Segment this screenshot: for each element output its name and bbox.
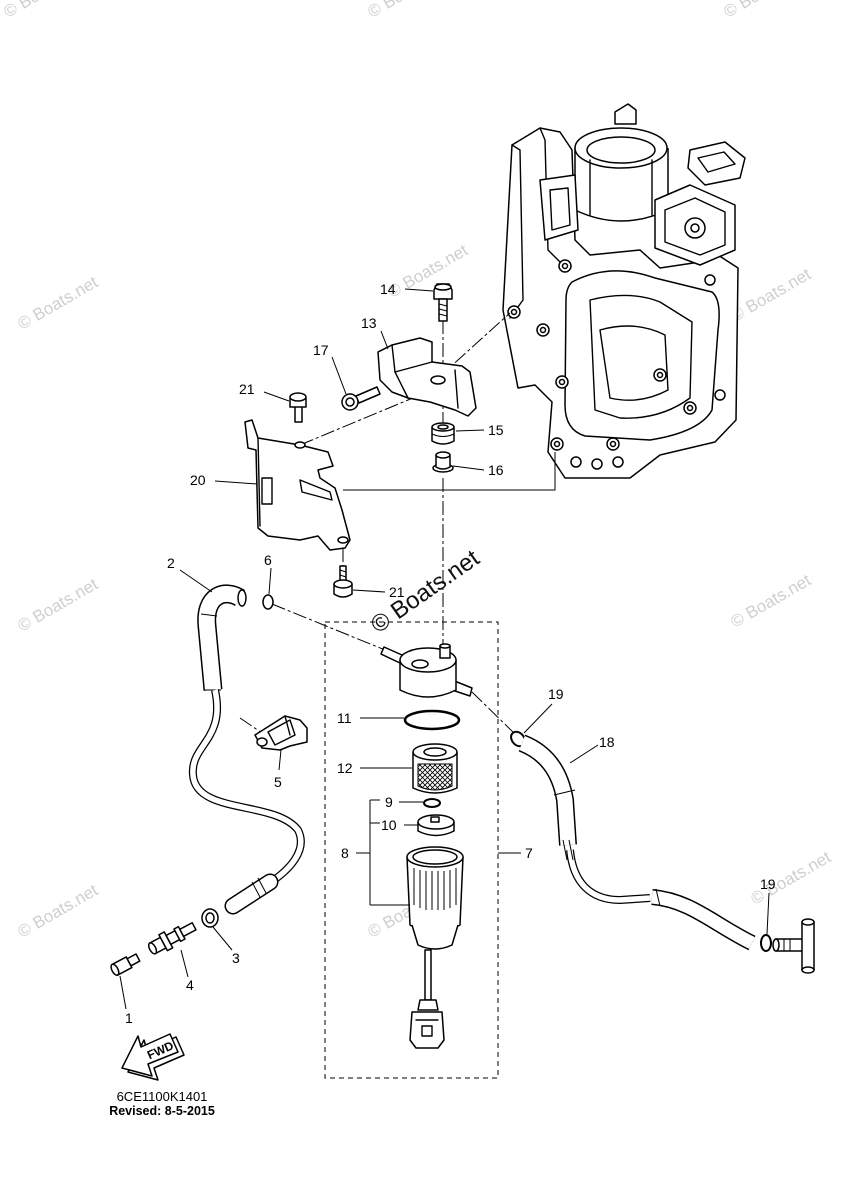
- filter-bowl-8: [406, 846, 464, 1049]
- clip-9: [423, 798, 441, 808]
- callout-4: 4: [186, 977, 194, 993]
- watermark: © Boats.net: [15, 880, 102, 941]
- callout-13: 13: [361, 315, 377, 331]
- callout-8: 8: [341, 845, 349, 861]
- collar-16: [432, 451, 454, 473]
- cap-10: [417, 814, 455, 837]
- filter-head: [380, 643, 473, 698]
- filter-element-12: [412, 743, 458, 794]
- callout-3: 3: [232, 950, 240, 966]
- diagram-code: 6CE1100K1401: [117, 1089, 208, 1104]
- callout-10: 10: [381, 817, 397, 833]
- watermark: © Boats.net: [385, 240, 472, 301]
- bolt-14: [433, 283, 453, 322]
- callout-21-lower: 21: [389, 584, 405, 600]
- bolt-21-lower: [333, 565, 353, 598]
- hose-18: [518, 734, 756, 951]
- grommet-15: [431, 422, 455, 445]
- callout-5: 5: [274, 774, 282, 790]
- callout-20: 20: [190, 472, 206, 488]
- watermarks: © Boats.net © Boats.net © Boats.net © Bo…: [1, 0, 835, 941]
- leader-lines: [119, 288, 770, 1010]
- o-ring-11: [403, 709, 461, 731]
- callout-18: 18: [599, 734, 615, 750]
- shield-20: [244, 419, 351, 551]
- engine-block: [502, 103, 746, 479]
- watermark: © Boats.net: [15, 574, 102, 635]
- callout-21-upper: 21: [239, 381, 255, 397]
- callout-6: 6: [264, 552, 272, 568]
- bracket-13: [377, 337, 477, 417]
- callout-7: 7: [525, 845, 533, 861]
- bolt-17: [341, 386, 381, 411]
- watermark: © Boats.net: [721, 0, 808, 21]
- clip-6: [262, 594, 274, 610]
- guide-lines: [239, 312, 556, 735]
- callout-1: 1: [125, 1010, 133, 1026]
- callout-16: 16: [488, 462, 504, 478]
- clip-5: [254, 715, 308, 751]
- callout-9: 9: [385, 794, 393, 810]
- watermark: © Boats.net: [728, 570, 815, 631]
- fuel-line: [188, 689, 305, 915]
- fitting-4: [147, 921, 197, 955]
- plug-1: [110, 953, 141, 976]
- callout-2: 2: [167, 555, 175, 571]
- fwd-arrow: FWD: [121, 1033, 185, 1081]
- clip-19-lower: [760, 934, 772, 952]
- bolt-holes: [507, 259, 726, 470]
- callout-19-upper: 19: [548, 686, 564, 702]
- callout-17: 17: [313, 342, 329, 358]
- callout-19-lower: 19: [760, 876, 776, 892]
- callout-15: 15: [488, 422, 504, 438]
- callouts: 14 13 17 21 20 15 16 2 6 21 11 12 9 10 8…: [125, 281, 776, 1026]
- watermark: © Boats.net: [1, 0, 88, 21]
- clip-3: [201, 908, 219, 928]
- t-fitting: [772, 918, 815, 974]
- callout-11: 11: [337, 710, 352, 726]
- filter-assembly-boundary: [324, 621, 499, 1079]
- revised-date: Revised: 8-5-2015: [109, 1104, 215, 1118]
- callout-12: 12: [337, 760, 353, 776]
- hose-2: [197, 584, 247, 691]
- callout-14: 14: [380, 281, 396, 297]
- watermark: © Boats.net: [365, 0, 452, 21]
- bolt-21-upper: [289, 392, 307, 423]
- watermark: © Boats.net: [728, 264, 815, 325]
- watermark: © Boats.net: [15, 272, 102, 333]
